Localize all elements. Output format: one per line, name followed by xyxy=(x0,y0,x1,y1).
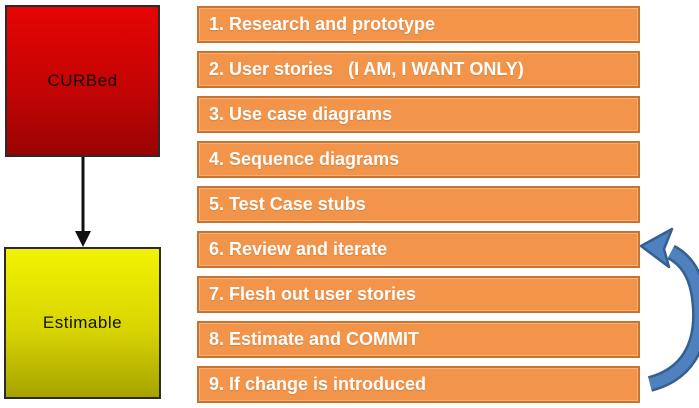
step-bar-2: 2. User stories (I AM, I WANT ONLY) xyxy=(197,51,640,88)
curbed-box: CURBed xyxy=(5,5,160,157)
step-bar-9: 9. If change is introduced xyxy=(197,366,640,403)
step-bar-6: 6. Review and iterate xyxy=(197,231,640,268)
step-label-3: 3. Use case diagrams xyxy=(209,104,393,124)
step-bar-5: 5. Test Case stubs xyxy=(197,186,640,223)
step-bar-4: 4. Sequence diagrams xyxy=(197,141,640,178)
step-label-6: 6. Review and iterate xyxy=(209,239,388,259)
step-label-1: 1. Research and prototype xyxy=(209,14,436,34)
step-label-5: 5. Test Case stubs xyxy=(209,194,366,214)
down-arrow-icon xyxy=(75,157,91,247)
step-bar-7: 7. Flesh out user stories xyxy=(197,276,640,313)
step-label-2: 2. User stories (I AM, I WANT ONLY) xyxy=(209,59,524,79)
process-steps-list: 1. Research and prototype 2. User storie… xyxy=(197,6,640,403)
step-label-9: 9. If change is introduced xyxy=(209,374,427,394)
curbed-box-label: CURBed xyxy=(47,71,118,90)
step-label-4: 4. Sequence diagrams xyxy=(209,149,400,169)
estimable-box: Estimable xyxy=(4,247,161,399)
step-label-7: 7. Flesh out user stories xyxy=(209,284,417,304)
step-bar-1: 1. Research and prototype xyxy=(197,6,640,43)
iterate-loop-arrow-icon xyxy=(639,227,699,392)
estimable-box-label: Estimable xyxy=(42,313,123,332)
step-bar-3: 3. Use case diagrams xyxy=(197,96,640,133)
step-bar-8: 8. Estimate and COMMIT xyxy=(197,321,640,358)
step-label-8: 8. Estimate and COMMIT xyxy=(209,329,420,349)
